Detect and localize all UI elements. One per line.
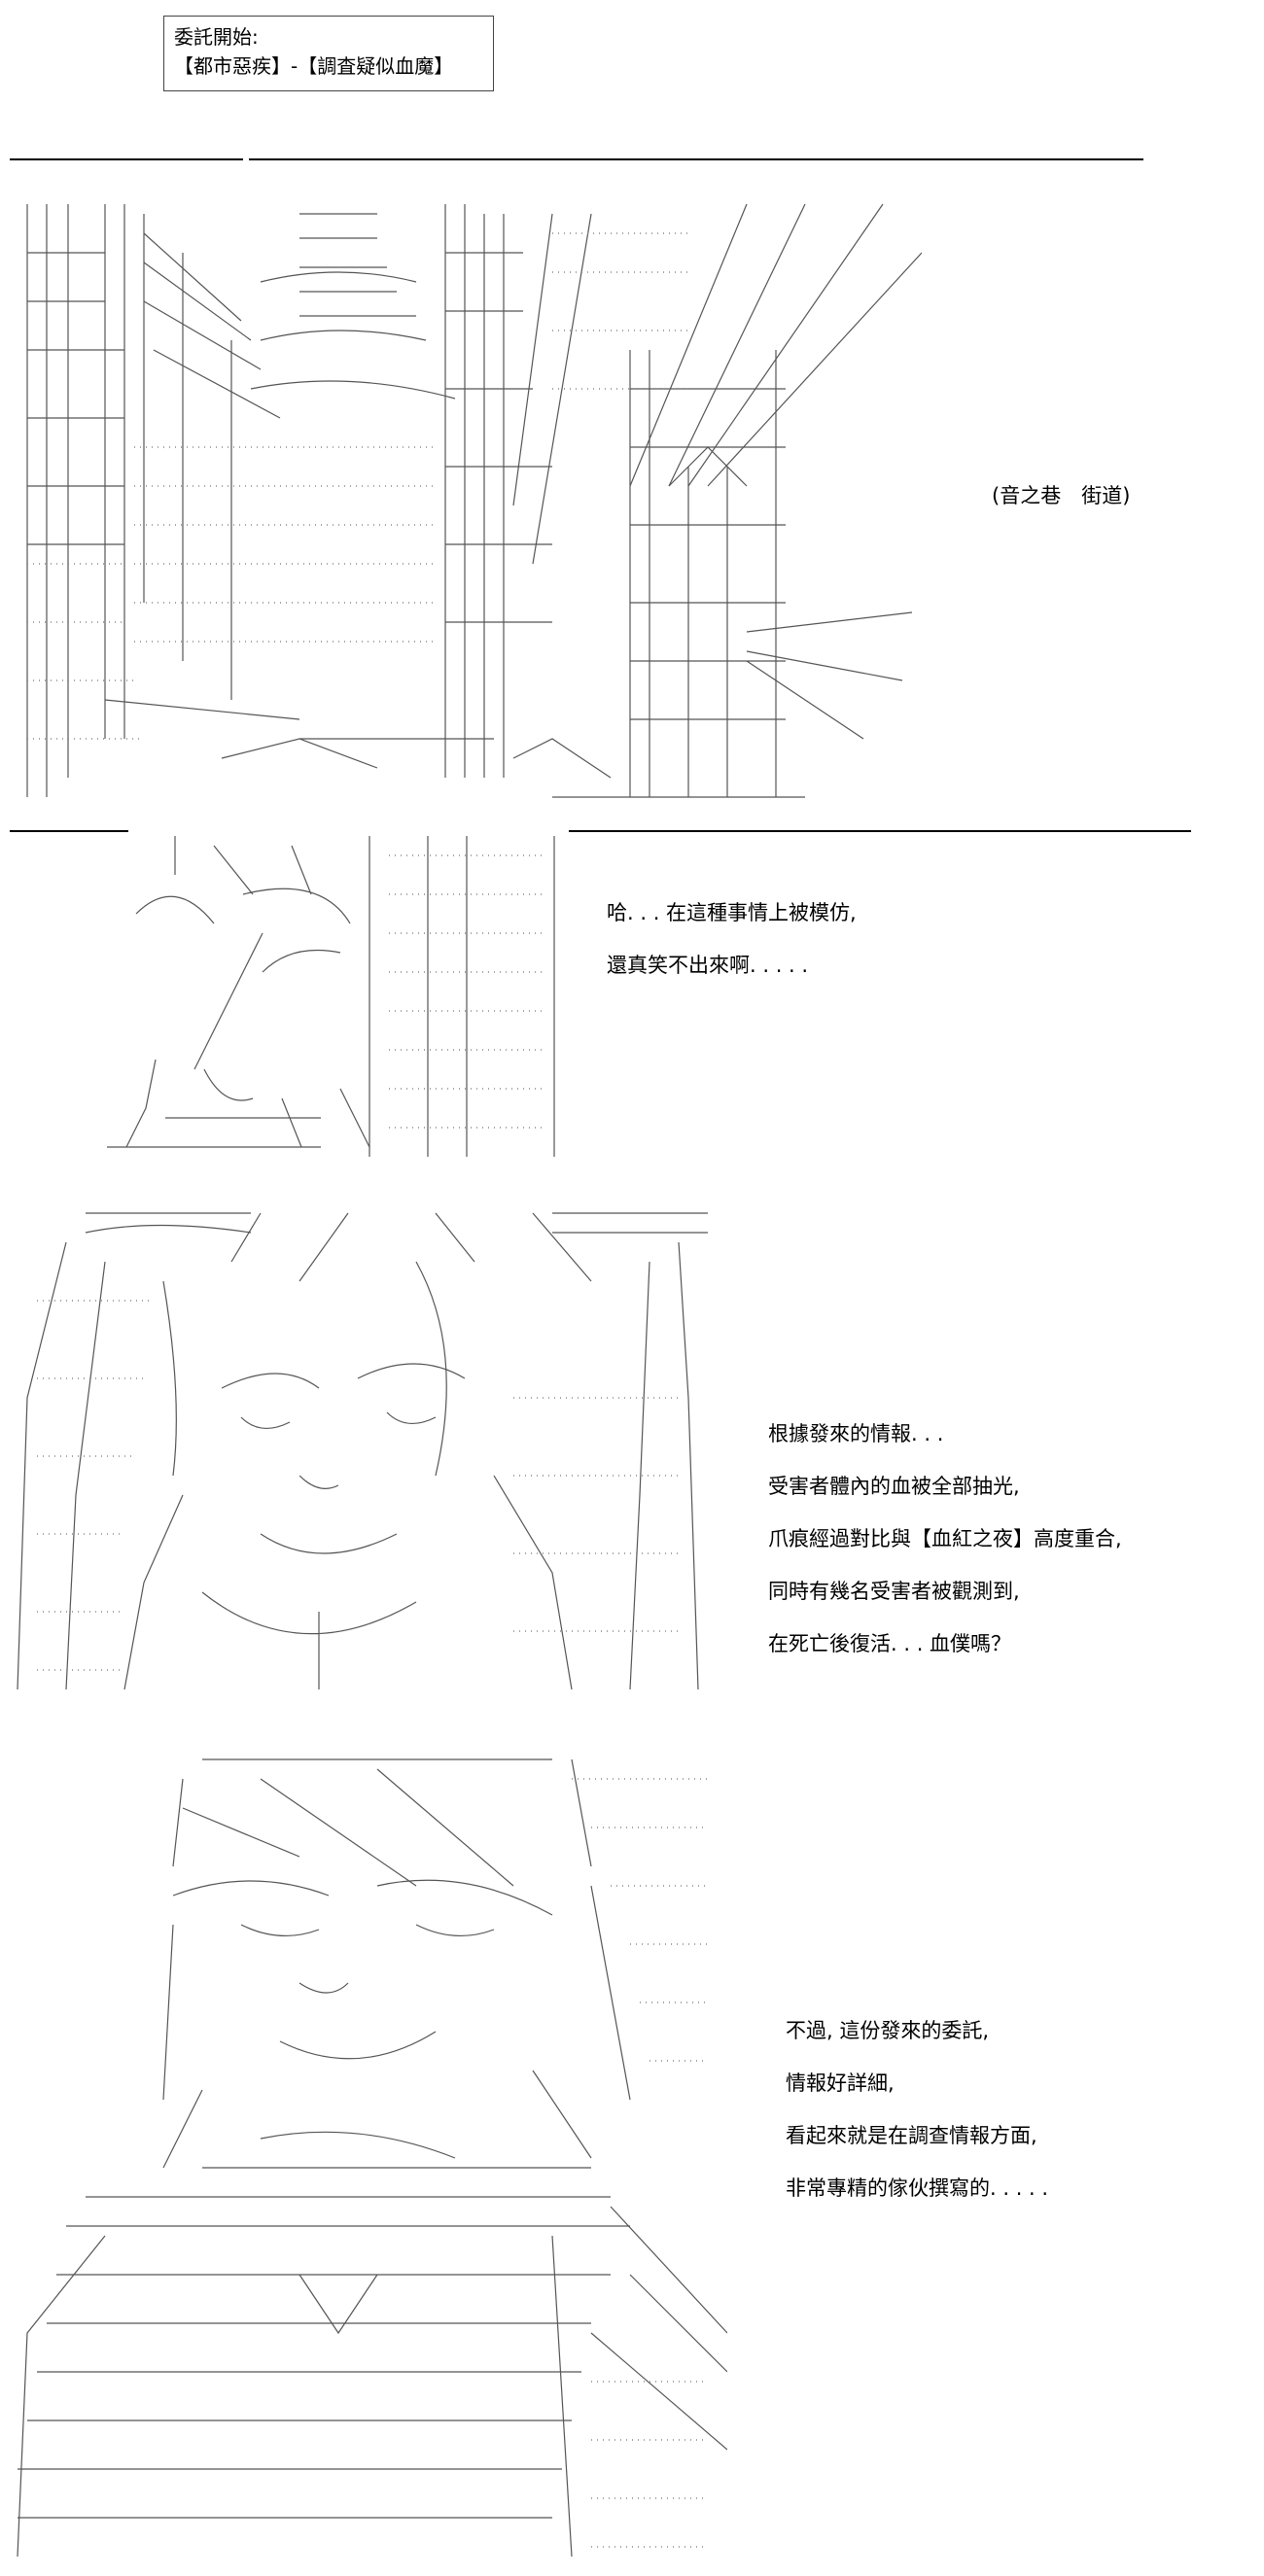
dialog-line: 爪痕經過對比與【血紅之夜】高度重合, (768, 1527, 1122, 1550)
dialog-scene-3: 根據發來的情報. . . 受害者體內的血被全部抽光, 爪痕經過對比與【血紅之夜】… (768, 1408, 1122, 1670)
dialog-line: 在死亡後復活. . . 血僕嗎？ (768, 1632, 1012, 1655)
dialog-line: 根據發來的情報. . . (768, 1422, 944, 1445)
top-rule-right (249, 158, 1143, 160)
dialog-line: 同時有幾名受害者被觀測到, (768, 1580, 1020, 1603)
dialog-line: 哈. . . 在這種事情上被模仿, (607, 901, 857, 924)
commission-title-box: 委託開始: 【都市惡疾】-【調査疑似血魔】 (163, 16, 494, 91)
street-ascii-art (8, 194, 922, 817)
middle-rule-left (10, 830, 128, 832)
middle-rule-right (569, 830, 1191, 832)
character-ascii-art (8, 1750, 727, 2566)
portrait-ascii-art (8, 1203, 727, 1699)
top-rule-left (10, 158, 243, 160)
location-caption: (音之巷 街道) (992, 484, 1131, 507)
dialog-line: 不過, 這份發來的委託, (786, 2019, 990, 2042)
figure-ascii-art (97, 836, 583, 1166)
dialog-line: 非常專精的傢伙撰寫的. . . . . (786, 2176, 1049, 2200)
commission-start-label: 委託開始: (174, 25, 259, 49)
dialog-line: 還真笑不出來啊. . . . . (607, 954, 809, 977)
dialog-scene-4: 不過, 這份發來的委託, 情報好詳細, 看起來就是在調查情報方面, 非常專精的傢… (786, 2004, 1048, 2214)
commission-name: 【都市惡疾】-【調査疑似血魔】 (174, 54, 454, 78)
dialog-line: 看起來就是在調查情報方面, (786, 2124, 1037, 2147)
dialog-line: 情報好詳細, (786, 2071, 895, 2095)
dialog-line: 受害者體內的血被全部抽光, (768, 1475, 1020, 1498)
dialog-scene-2: 哈. . . 在這種事情上被模仿, 還真笑不出來啊. . . . . (607, 887, 857, 992)
